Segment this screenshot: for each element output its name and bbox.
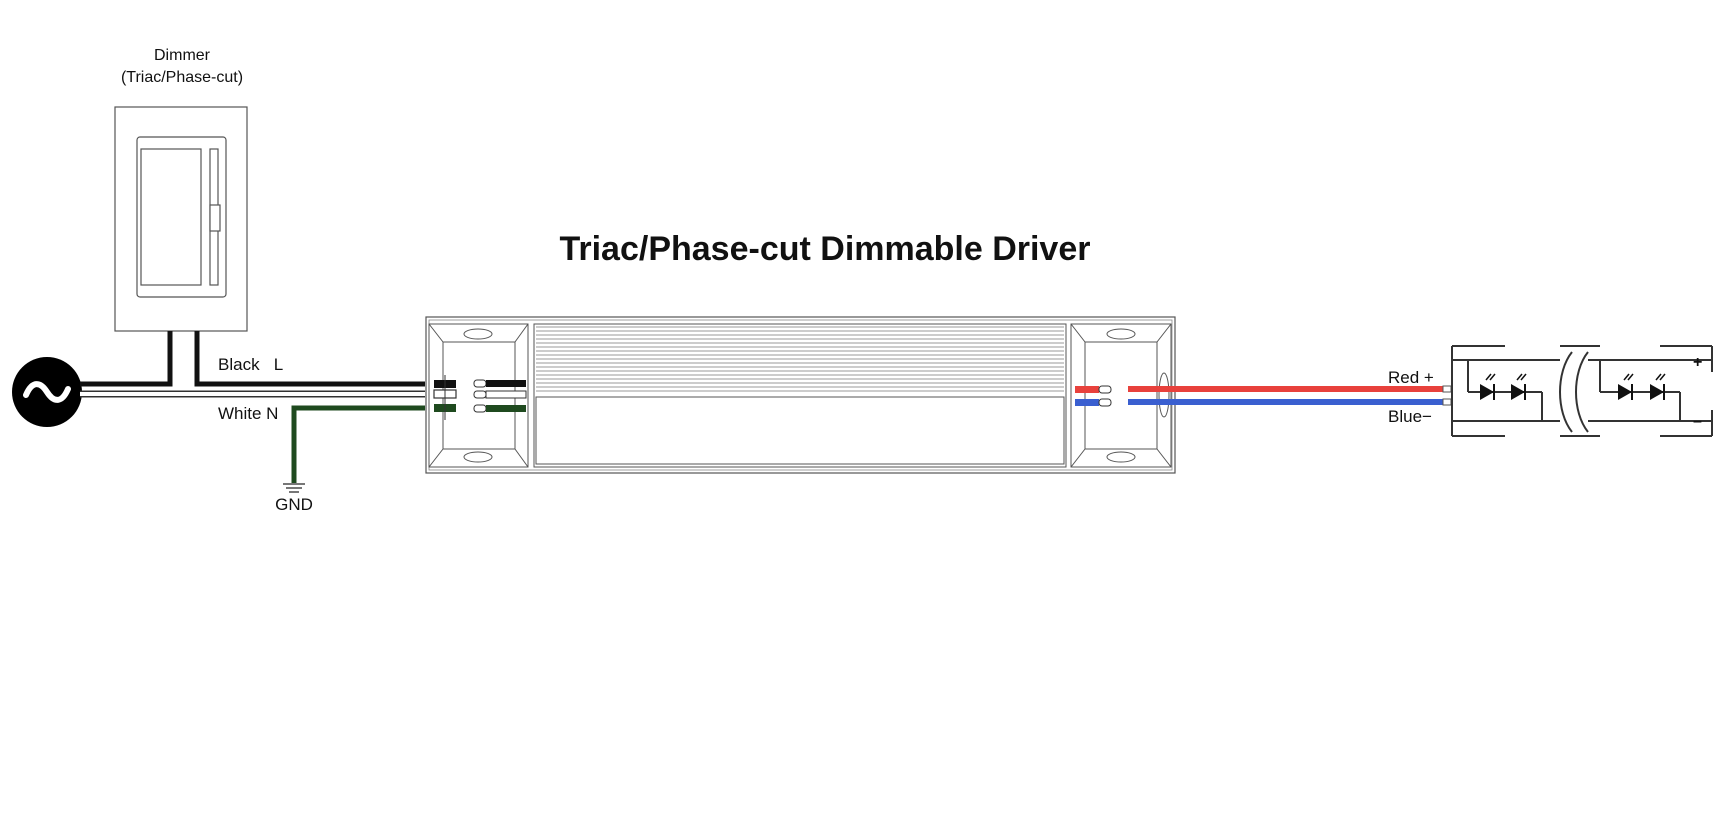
driver-housing — [425, 316, 1176, 474]
driver-heatsink — [536, 326, 1064, 392]
led-plus-label: + — [1693, 354, 1702, 371]
driver-output-endcap — [1070, 323, 1172, 468]
dimmer-type-label: (Triac/Phase-cut) — [121, 69, 243, 86]
diagram-title: Triac/Phase-cut Dimmable Driver — [559, 230, 1090, 268]
ground-icon — [283, 483, 305, 493]
dimmer-name-label: Dimmer — [154, 47, 211, 64]
dimmer-switch — [114, 106, 248, 332]
red-wire-label: Red + — [1388, 368, 1434, 387]
output-wires — [1128, 385, 1452, 406]
led-minus-label: – — [1693, 413, 1702, 430]
led-diode-icon — [1511, 373, 1527, 400]
led-diode-icon — [1480, 373, 1496, 400]
line-wire-label: Black L — [218, 355, 283, 374]
neutral-wire-label: White N — [218, 404, 278, 423]
strip-break-icon — [1559, 351, 1589, 433]
dimmer-slider-knob — [209, 204, 221, 232]
ac-source — [12, 357, 82, 427]
led-diode-icon — [1650, 373, 1666, 400]
driver-input-endcap — [428, 323, 529, 468]
ground-label: GND — [275, 495, 313, 514]
led-diode-icon — [1618, 373, 1634, 400]
blue-wire-label: Blue− — [1388, 407, 1432, 426]
led-strip — [1451, 345, 1713, 437]
input-wires — [80, 331, 425, 493]
